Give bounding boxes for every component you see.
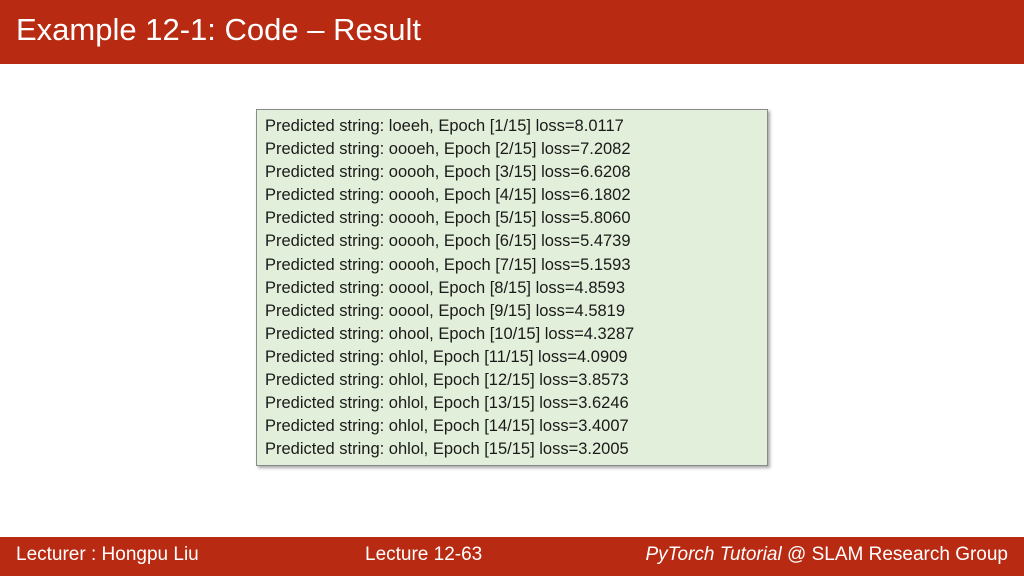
output-line: Predicted string: ohool, Epoch [10/15] l… [265,324,635,343]
output-line: Predicted string: ohlol, Epoch [14/15] l… [265,417,629,436]
output-line: Predicted string: ooool, Epoch [8/15] lo… [265,278,626,297]
course-credit: PyTorch Tutorial @ SLAM Research Group [646,544,1009,566]
output-line: Predicted string: ooool, Epoch [9/15] lo… [265,301,626,320]
course-title: PyTorch Tutorial [645,544,782,565]
output-line: Predicted string: ohlol, Epoch [15/15] l… [265,440,629,459]
lecture-number: Lecture 12-63 [365,544,483,565]
output-line: Predicted string: ooooh, Epoch [7/15] lo… [265,255,631,274]
output-line: Predicted string: ooooh, Epoch [3/15] lo… [265,163,631,182]
output-line: Predicted string: ooooh, Epoch [6/15] lo… [265,232,631,251]
slide-title: Example 12-1: Code – Result [16,12,421,47]
research-group: @ SLAM Research Group [781,544,1008,565]
footer-banner: Lecturer : Hongpu Liu Lecture 12-63 PyTo… [0,537,1024,576]
output-line: Predicted string: ohlol, Epoch [13/15] l… [265,394,629,413]
output-line: Predicted string: ohlol, Epoch [12/15] l… [265,371,629,390]
output-box: Predicted string: loeeh, Epoch [1/15] lo… [256,109,768,466]
output-line: Predicted string: ooooh, Epoch [4/15] lo… [265,186,631,205]
lecturer-name: Lecturer : Hongpu Liu [16,544,199,565]
title-banner: Example 12-1: Code – Result [0,0,1024,64]
output-line: Predicted string: ooooh, Epoch [5/15] lo… [265,209,631,228]
output-line: Predicted string: ohlol, Epoch [11/15] l… [265,347,628,366]
output-line: Predicted string: loeeh, Epoch [1/15] lo… [265,117,624,135]
output-line: Predicted string: oooeh, Epoch [2/15] lo… [265,140,631,159]
